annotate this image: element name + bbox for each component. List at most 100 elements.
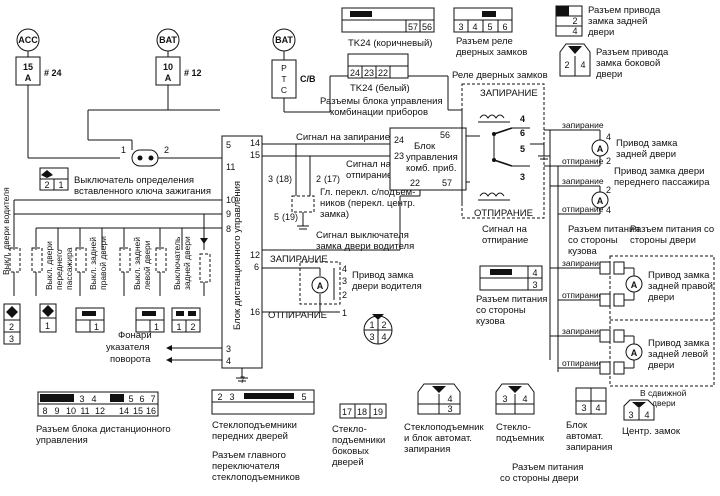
rc-bot-9: 9 — [54, 406, 59, 416]
rc-top-7: 7 — [150, 394, 155, 404]
rc-bot-14: 14 — [119, 406, 129, 416]
switch-label-passenger-3: пассажира — [64, 247, 74, 290]
remote-unit-connector — [37, 391, 159, 417]
combo-pin-57: 57 — [442, 178, 452, 188]
ru-pin-4: 4 — [226, 356, 231, 366]
tk24-brown-label: TK24 (коричневый) — [348, 38, 432, 49]
combo-label-3: комб. приб. — [406, 163, 457, 174]
body-power-label-3: кузова — [476, 316, 505, 327]
side-door-connector: 2 4 Разъем привода замка боковой двери — [559, 43, 669, 80]
tk24-white-connector: 24 23 22 TK24 (белый) — [347, 53, 410, 94]
power-body-a-1: Разъем питания — [568, 224, 639, 235]
rear-conn-pin-2: 2 — [572, 16, 577, 26]
driver-act-pin-1: 1 — [342, 308, 347, 318]
rear-act-pin-2: 2 — [606, 156, 611, 166]
power-body-b-1: Разъем питания со — [630, 224, 714, 235]
fw-pin-3: 3 — [229, 392, 234, 402]
ru-pin-14: 14 — [250, 138, 260, 148]
remote-unit-label: Блок дистанционного управления — [232, 181, 243, 330]
switch-label-rear-right-2: правой двери — [98, 236, 108, 290]
fuse-acc: ACC 15 A # 24 — [15, 28, 120, 159]
ms-pin-2: 2 — [316, 174, 321, 184]
rear-conn-label-1: Разъем привода — [588, 5, 661, 16]
sw-conn-pin-2d: 2 — [190, 322, 195, 332]
ms-pin-19: (19) — [282, 212, 298, 222]
ru-pin-6: 6 — [254, 262, 259, 272]
fuse-bat1-unit: A — [165, 73, 172, 83]
rc-top-5: 5 — [128, 394, 133, 404]
switch-connectors: 2 3 1 1 1 1 2 — [3, 303, 201, 345]
fuse-bat1-name: BAT — [159, 35, 177, 45]
side-windows-label-1: Стекло- — [332, 424, 367, 435]
sw-conn-pin-3: 3 — [9, 334, 14, 344]
tk24-white-pin-22: 22 — [378, 68, 388, 78]
ru-pin-15: 15 — [250, 150, 260, 160]
auto-lock-block-connector: 3 4 — [575, 387, 607, 415]
driver-actuator-connector: 1 2 3 4 — [363, 314, 393, 345]
pass-actuator-label-2: переднего пассажира — [614, 177, 710, 188]
central-lock-connector: 3 4 — [623, 399, 655, 421]
rc-bot-10: 10 — [66, 406, 76, 416]
relay-conn-pin-3: 3 — [458, 22, 463, 32]
key-sw-pin-2: 2 — [164, 145, 169, 155]
fuse-acc-unit: A — [25, 73, 32, 83]
driver-sig-label-1: Сигнал выключателя — [316, 230, 409, 241]
rc-bot-8: 8 — [42, 406, 47, 416]
sliding-label-2: двери — [652, 398, 676, 408]
relay-conn-pin-6: 6 — [502, 22, 507, 32]
wl-pin-3: 3 — [502, 394, 507, 404]
rear-right-label-3: двери — [648, 292, 674, 303]
dac-pin-1: 1 — [369, 320, 374, 330]
main-ws-label-2: переключателя — [212, 461, 280, 472]
relay-pin-5: 5 — [520, 144, 525, 154]
front-windows-label-1: Стеклоподъемники — [212, 420, 297, 431]
breaker-bat-cb: BAT P T C C/B — [271, 28, 449, 113]
remote-control-unit: Блок дистанционного управления 5 11 10 9… — [221, 135, 263, 385]
relay-lock-label: ЗАПИРАНИЕ — [480, 88, 538, 99]
power-body-a-3: кузова — [568, 246, 597, 257]
side-conn-label-1: Разъем привода — [596, 47, 669, 58]
driver-actuator-label-2: двери водителя — [352, 281, 422, 292]
key-sw-pin-1: 1 — [121, 145, 126, 155]
ms-pin-18: (18) — [276, 174, 292, 184]
sw-conn-pin-2: 2 — [9, 322, 14, 332]
combo-conn-label-2: комбинации приборов — [330, 107, 428, 118]
auto-lock-label-1: Блок — [566, 420, 588, 431]
rear-left-label-3: двери — [648, 360, 674, 371]
driver-act-pin-2: 2 — [342, 290, 347, 300]
rear-act-A: A — [597, 144, 604, 154]
rear-conn-pin-4: 4 — [572, 26, 577, 36]
breaker-p: P — [281, 63, 287, 73]
ms-pin-3: 3 — [268, 174, 273, 184]
combo-label-1: Блок — [414, 141, 436, 152]
body-power-label-1: Разъем питания — [476, 294, 547, 305]
wa-pin-4: 4 — [447, 394, 452, 404]
small-unlock-1: отпирание — [562, 156, 604, 166]
key-conn-pin-1: 1 — [58, 180, 63, 190]
rc-bot-15: 15 — [133, 406, 143, 416]
combo-pin-22: 22 — [410, 178, 420, 188]
combo-pin-23: 23 — [394, 151, 404, 161]
side-conn-pin-2: 2 — [564, 60, 569, 70]
fuse-bat-10a: BAT 10 A # 12 — [87, 28, 220, 124]
sliding-label-1: В сдвижной — [640, 388, 687, 398]
main-switch-label-2: ников (перекл. центр. — [320, 198, 415, 209]
small-unlock-2: отпирание — [562, 204, 604, 214]
switch-label-driver: Выкл. двери водителя — [1, 187, 11, 275]
ru-pin-16: 16 — [250, 307, 260, 317]
main-switch-label-3: замка) — [320, 209, 349, 220]
ru-pin-5: 5 — [226, 140, 231, 150]
small-unlock-3: отпирание — [562, 290, 604, 300]
ms-pin-17: (17) — [324, 174, 340, 184]
combo-pin-56: 56 — [440, 130, 450, 140]
window-auto-connector: 4 3 — [417, 383, 461, 415]
auto-lock-label-3: запирания — [566, 442, 612, 453]
key-switch: 1 2 — [87, 124, 222, 167]
tk24-white-pin-24: 24 — [350, 68, 360, 78]
window-auto-label-2: и блок автомат. — [404, 433, 472, 444]
sw-conn-pin-1a: 1 — [45, 321, 50, 331]
breaker-cb: C/B — [300, 74, 316, 84]
side-windows-connector: 17 18 19 — [339, 403, 387, 419]
key-switch-label-2: вставленного ключа зажигания — [74, 186, 211, 197]
central-lock-label: Центр. замок — [622, 426, 681, 437]
